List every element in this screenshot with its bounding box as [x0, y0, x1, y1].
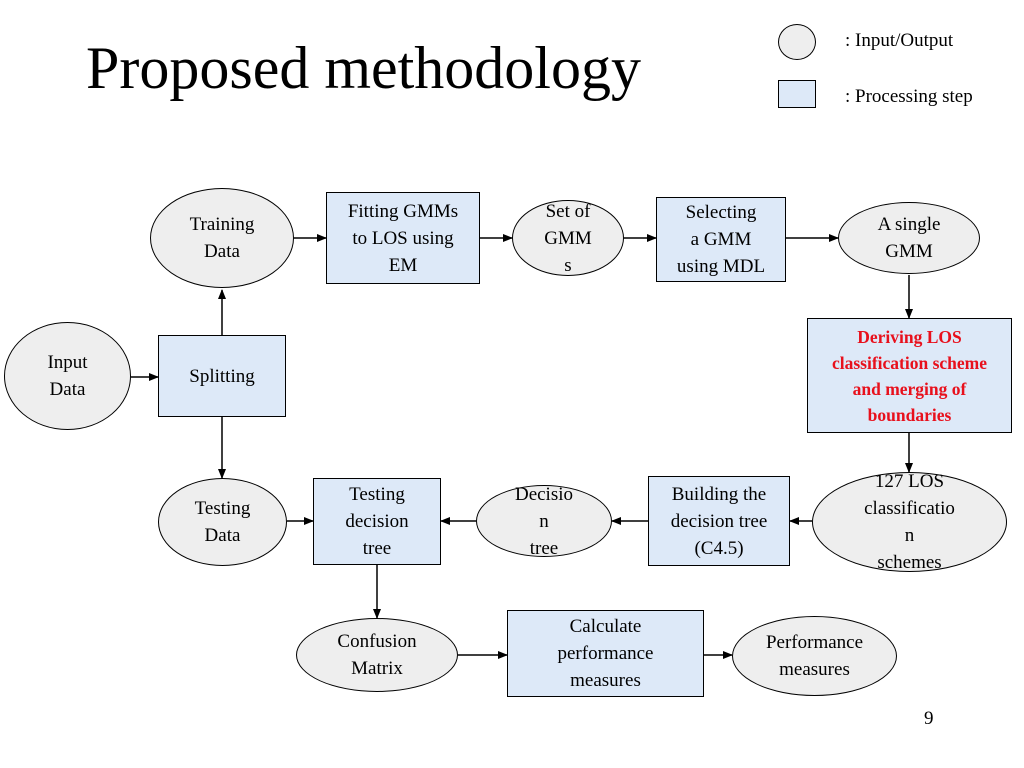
legend-input-output-label: : Input/Output [845, 30, 954, 51]
node-splitting: Splitting [158, 335, 286, 417]
node-training-data: Training Data [150, 188, 294, 288]
node-confusion-matrix: Confusion Matrix [296, 618, 458, 692]
page-title: Proposed methodology [86, 35, 641, 101]
node-deriving-los-scheme: Deriving LOS classification scheme and m… [807, 318, 1012, 433]
legend-processing-step-symbol [778, 80, 816, 108]
node-selecting-gmm: Selecting a GMM using MDL [656, 197, 786, 282]
node-los-schemes: 127 LOS classificatio n schemes [812, 471, 1007, 573]
node-set-of-gmms: Set of GMM s [512, 200, 624, 276]
legend-input-output-symbol [778, 24, 816, 60]
page-number: 9 [924, 708, 934, 729]
legend-processing-step-label: : Processing step [845, 86, 973, 107]
node-fitting-gmms: Fitting GMMs to LOS using EM [326, 192, 480, 284]
node-single-gmm: A single GMM [838, 202, 980, 274]
node-performance-measures: Performance measures [732, 616, 897, 696]
node-testing-decision-tree: Testing decision tree [313, 478, 441, 565]
node-decision-tree: Decisio n tree [476, 484, 612, 559]
node-building-decision-tree: Building the decision tree (C4.5) [648, 476, 790, 566]
node-input-data: Input Data [4, 322, 131, 430]
node-testing-data: Testing Data [158, 478, 287, 566]
node-calculate-performance: Calculate performance measures [507, 610, 704, 697]
